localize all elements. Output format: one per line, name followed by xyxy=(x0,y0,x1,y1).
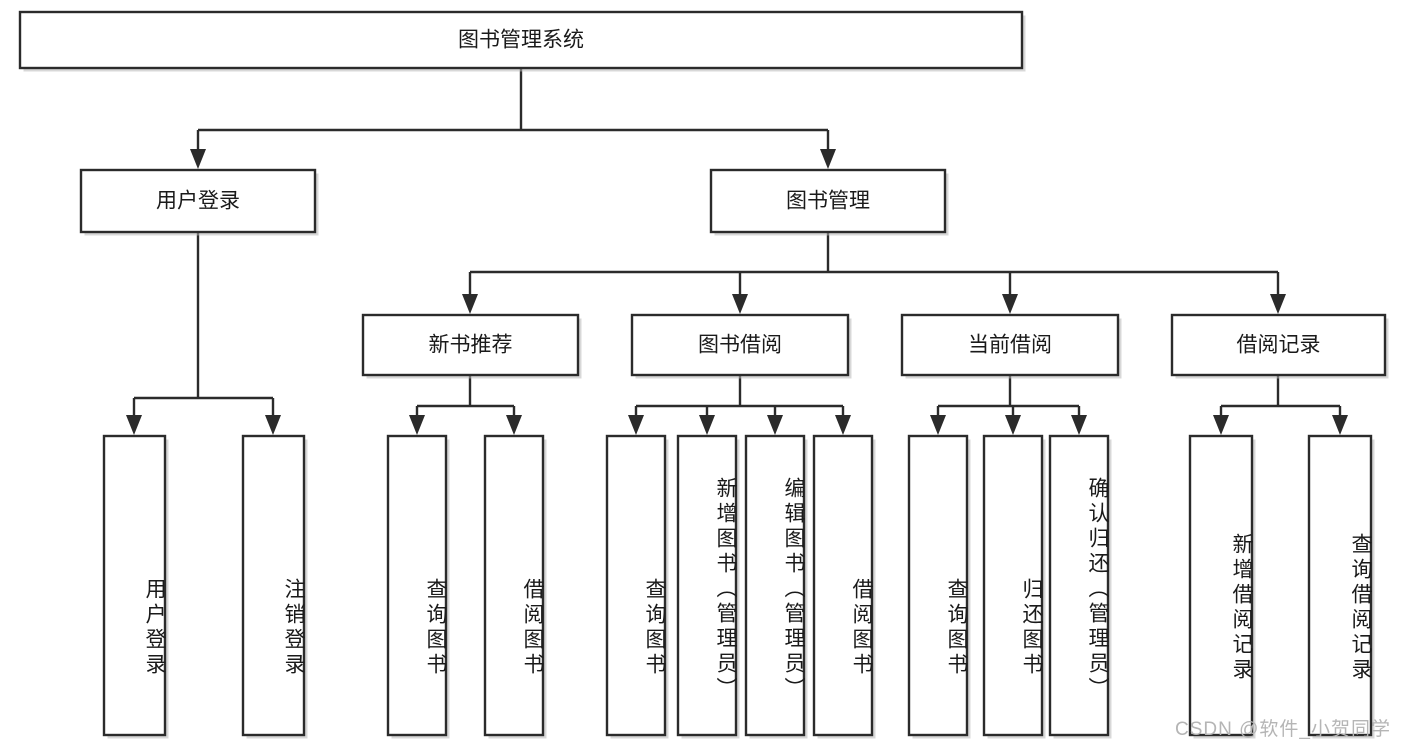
node-box-新增借阅记录[interactable] xyxy=(1188,434,1254,737)
arrow-head-icon xyxy=(699,415,715,435)
node-box-编辑图书管理员[interactable] xyxy=(744,434,806,737)
node-box-当前借阅[interactable] xyxy=(900,313,1120,377)
node-label-当前借阅: 当前借阅 xyxy=(968,334,1052,357)
node-box-查询图书[interactable] xyxy=(605,434,667,737)
node-box-图书借阅[interactable] xyxy=(630,313,850,377)
arrow-head-icon xyxy=(1332,415,1348,435)
node-label-图书管理系统: 图书管理系统 xyxy=(458,29,584,52)
node-box-新增图书管理员[interactable] xyxy=(676,434,738,737)
node-box-借阅图书[interactable] xyxy=(483,434,545,737)
node-box-用户登录[interactable] xyxy=(79,168,317,234)
arrow-head-icon xyxy=(820,149,836,169)
node-label-借阅记录: 借阅记录 xyxy=(1237,334,1321,357)
node-box-新书推荐[interactable] xyxy=(361,313,580,377)
arrow-head-icon xyxy=(835,415,851,435)
node-box-确认归还管理员[interactable] xyxy=(1048,434,1110,737)
arrow-head-icon xyxy=(767,415,783,435)
node-box-查询图书[interactable] xyxy=(907,434,969,737)
node-box-用户登录[interactable] xyxy=(102,434,167,737)
arrow-head-icon xyxy=(506,415,522,435)
arrow-head-icon xyxy=(190,149,206,169)
arrow-head-icon xyxy=(409,415,425,435)
node-box-图书管理[interactable] xyxy=(709,168,947,234)
watermark: CSDN @软件_小贺同学 xyxy=(1175,719,1391,740)
arrow-head-icon xyxy=(462,294,478,314)
arrow-head-icon xyxy=(628,415,644,435)
boxes-layer xyxy=(18,10,1389,739)
arrow-head-icon xyxy=(930,415,946,435)
node-box-借阅图书[interactable] xyxy=(812,434,874,737)
arrow-head-icon xyxy=(265,415,281,435)
node-label-图书借阅: 图书借阅 xyxy=(698,334,782,357)
node-box-归还图书[interactable] xyxy=(982,434,1044,737)
node-box-图书管理系统[interactable] xyxy=(18,10,1024,70)
node-label-图书管理: 图书管理 xyxy=(786,190,870,213)
node-label-用户登录: 用户登录 xyxy=(156,190,240,213)
arrow-head-icon xyxy=(1213,415,1229,435)
arrow-head-icon xyxy=(732,294,748,314)
arrow-head-icon xyxy=(1005,415,1021,435)
node-label-新书推荐: 新书推荐 xyxy=(429,334,513,357)
connectors-layer xyxy=(126,68,1348,435)
node-box-查询借阅记录[interactable] xyxy=(1307,434,1373,737)
arrow-head-icon xyxy=(1002,294,1018,314)
node-box-注销登录[interactable] xyxy=(241,434,306,737)
arrow-head-icon xyxy=(1270,294,1286,314)
arrow-head-icon xyxy=(1071,415,1087,435)
node-box-查询图书[interactable] xyxy=(386,434,448,737)
node-box-借阅记录[interactable] xyxy=(1170,313,1387,377)
arrow-head-icon xyxy=(126,415,142,435)
